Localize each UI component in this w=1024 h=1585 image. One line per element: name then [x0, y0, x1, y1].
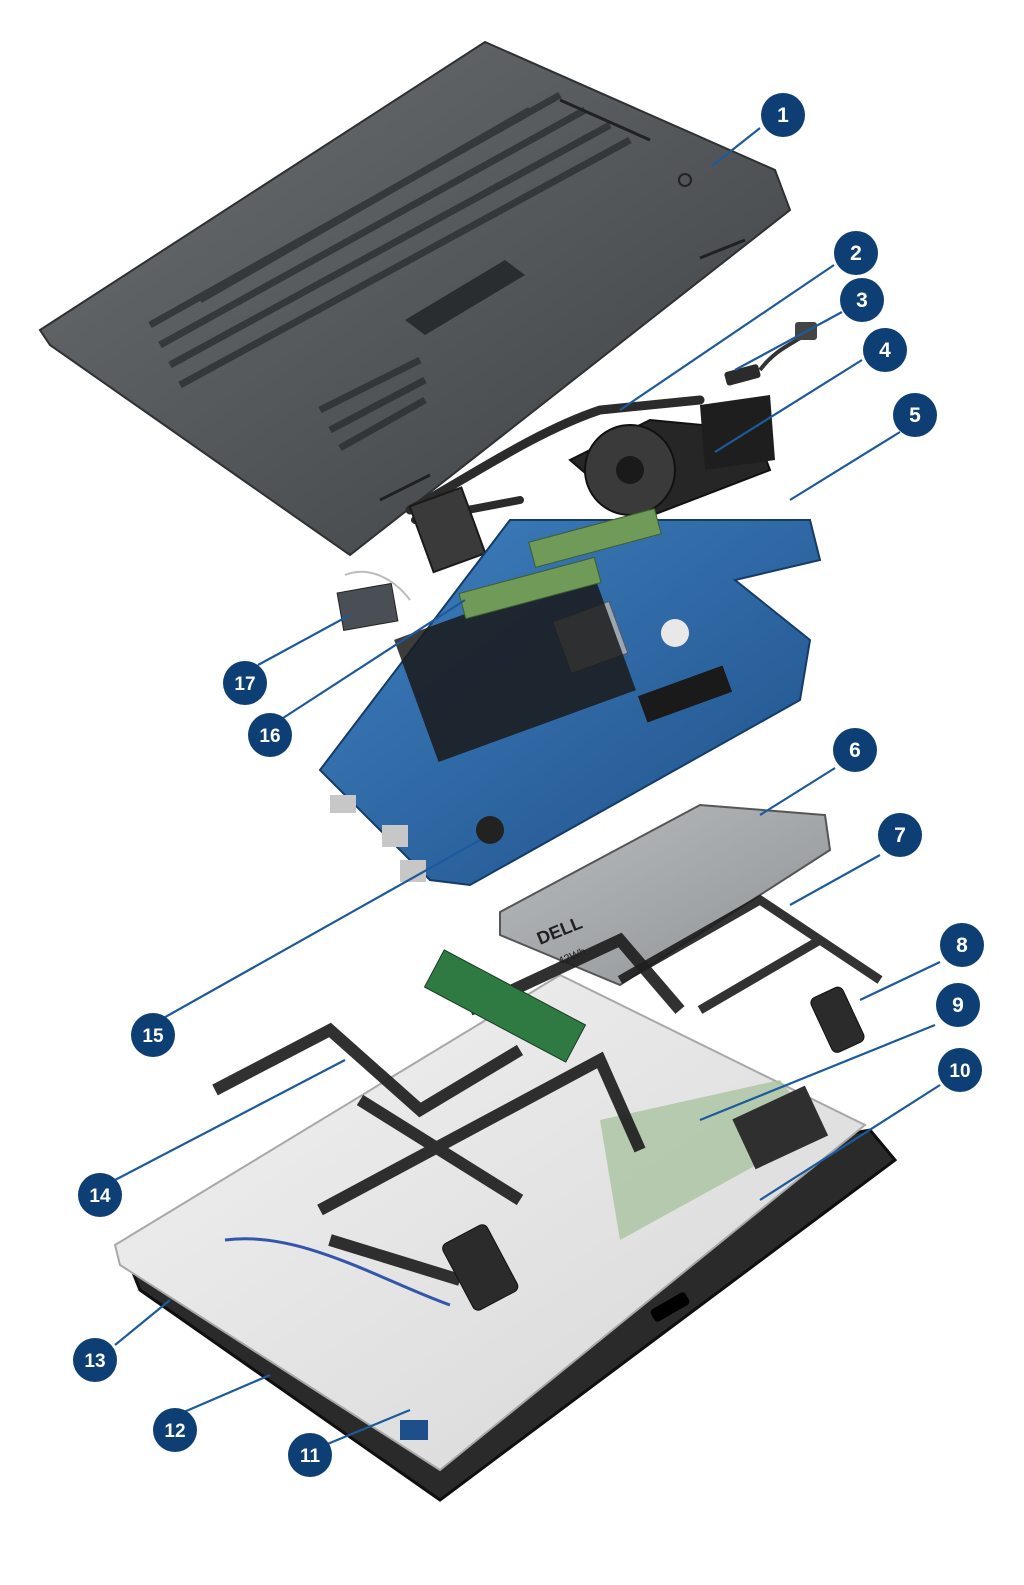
callout-badge: [248, 713, 292, 757]
callout-4: 4: [863, 328, 907, 372]
leader-lines: [114, 127, 941, 1447]
callout-10: 10: [938, 1048, 982, 1092]
callout-badge: [840, 278, 884, 322]
callout-number: 1: [777, 104, 789, 127]
vent-grille: [148, 91, 632, 452]
battery: DELL 42Wh: [499, 803, 832, 987]
callout-number: 14: [89, 1186, 111, 1207]
callout-number: 7: [894, 824, 906, 847]
callout-badge: [833, 728, 877, 772]
callout-badge: [863, 328, 907, 372]
power-button-board: [400, 1420, 428, 1440]
system-fan: [568, 395, 775, 522]
callout-badge: [938, 1048, 982, 1092]
callout-badge: [834, 231, 878, 275]
callout-badge: [878, 813, 922, 857]
callout-11: 11: [288, 1433, 332, 1477]
callout-badge: [288, 1433, 332, 1477]
callout-badge: [131, 1013, 175, 1057]
vent-slots-right: [379, 98, 746, 502]
callout-9: 9: [936, 983, 980, 1027]
smart-card-reader: [732, 1085, 829, 1170]
callout-15: 15: [131, 1013, 175, 1057]
recycle-icon: [678, 173, 692, 187]
coin-cell-battery: [476, 816, 504, 844]
callout-1: 1: [761, 93, 805, 137]
callout-badge: [73, 1338, 117, 1382]
callout-13: 13: [73, 1338, 117, 1382]
battery-bracket: [617, 894, 883, 1014]
inner-frame: [212, 932, 685, 1286]
callout-6: 6: [833, 728, 877, 772]
callout-number: 6: [849, 739, 861, 762]
callout-number: 3: [856, 289, 868, 312]
camera-module: [650, 1292, 690, 1322]
callout-number: 5: [909, 404, 921, 427]
callout-number: 4: [879, 339, 891, 362]
callout-badge: [940, 923, 984, 967]
callout-number: 16: [259, 726, 280, 747]
callout-5: 5: [893, 393, 937, 437]
dc-in-port: [724, 322, 817, 386]
callout-number: 17: [234, 674, 255, 695]
wlan-card: [336, 570, 411, 631]
callout-badge: [761, 93, 805, 137]
callout-badge: [153, 1408, 197, 1452]
dell-logo-icon: [661, 619, 689, 647]
callout-number: 9: [952, 994, 964, 1017]
callout-number: 10: [949, 1061, 970, 1082]
callout-badge: [78, 1173, 122, 1217]
speaker-right: [810, 986, 865, 1053]
callout-number: 13: [84, 1351, 105, 1372]
solid-state-drive: [423, 949, 587, 1063]
callout-badge: [893, 393, 937, 437]
speaker-left: [224, 1224, 519, 1311]
system-board: [318, 519, 822, 887]
callout-3: 3: [840, 278, 884, 322]
speaker-cable: [224, 1237, 451, 1307]
callout-2: 2: [834, 231, 878, 275]
callout-badge: [936, 983, 980, 1027]
callout-number: 15: [142, 1026, 164, 1047]
callout-17: 17: [223, 661, 267, 705]
callout-number: 11: [300, 1446, 321, 1467]
callout-number: 12: [164, 1421, 185, 1442]
callout-12: 12: [153, 1408, 197, 1452]
base-cover: [38, 40, 792, 557]
callout-badge: [223, 661, 267, 705]
callout-number: 8: [956, 934, 968, 957]
callout-number: 2: [850, 242, 862, 265]
heat-sink: [405, 395, 705, 574]
callout-16: 16: [248, 713, 292, 757]
memory-modules: [458, 508, 662, 620]
callout-8: 8: [940, 923, 984, 967]
callout-14: 14: [78, 1173, 122, 1217]
callout-7: 7: [878, 813, 922, 857]
